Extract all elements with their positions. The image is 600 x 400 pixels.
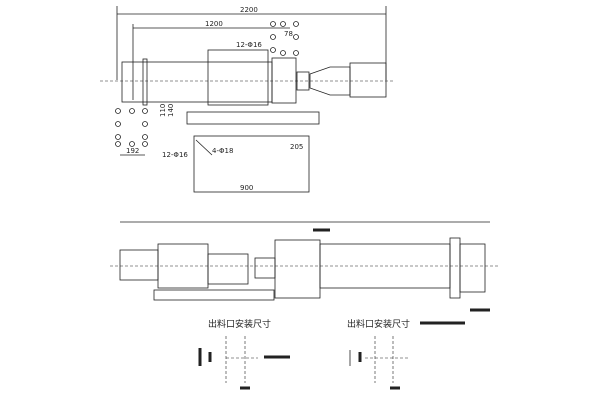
bolt-left-label: 12-Φ16 [162,151,188,159]
outlet-right: 出料口安装尺寸 [347,318,465,390]
dim-110: 110 [159,104,167,117]
dim-205: 205 [290,143,303,151]
top-view: 2200 1200 12-Φ16 78 110 140 192 12-Φ16 [100,6,395,193]
outlet-left: 出料口安装尺寸 [198,318,290,390]
flange-holes-top [270,21,299,56]
dim-shaft: 1200 [205,20,223,28]
dim-total: 2200 [240,6,258,14]
outlet-left-title: 出料口安装尺寸 [208,318,271,330]
dim-78: 78 [284,30,293,38]
dim-140: 140 [167,104,175,117]
outlet-right-title: 出料口安装尺寸 [347,318,410,330]
dim-900: 900 [240,184,253,192]
flange-holes-left [115,108,148,147]
anchor-holes-label: 4-Φ18 [212,147,233,155]
dim-192: 192 [126,147,139,155]
bolt-top-label: 12-Φ16 [236,41,262,49]
side-view [110,221,500,312]
